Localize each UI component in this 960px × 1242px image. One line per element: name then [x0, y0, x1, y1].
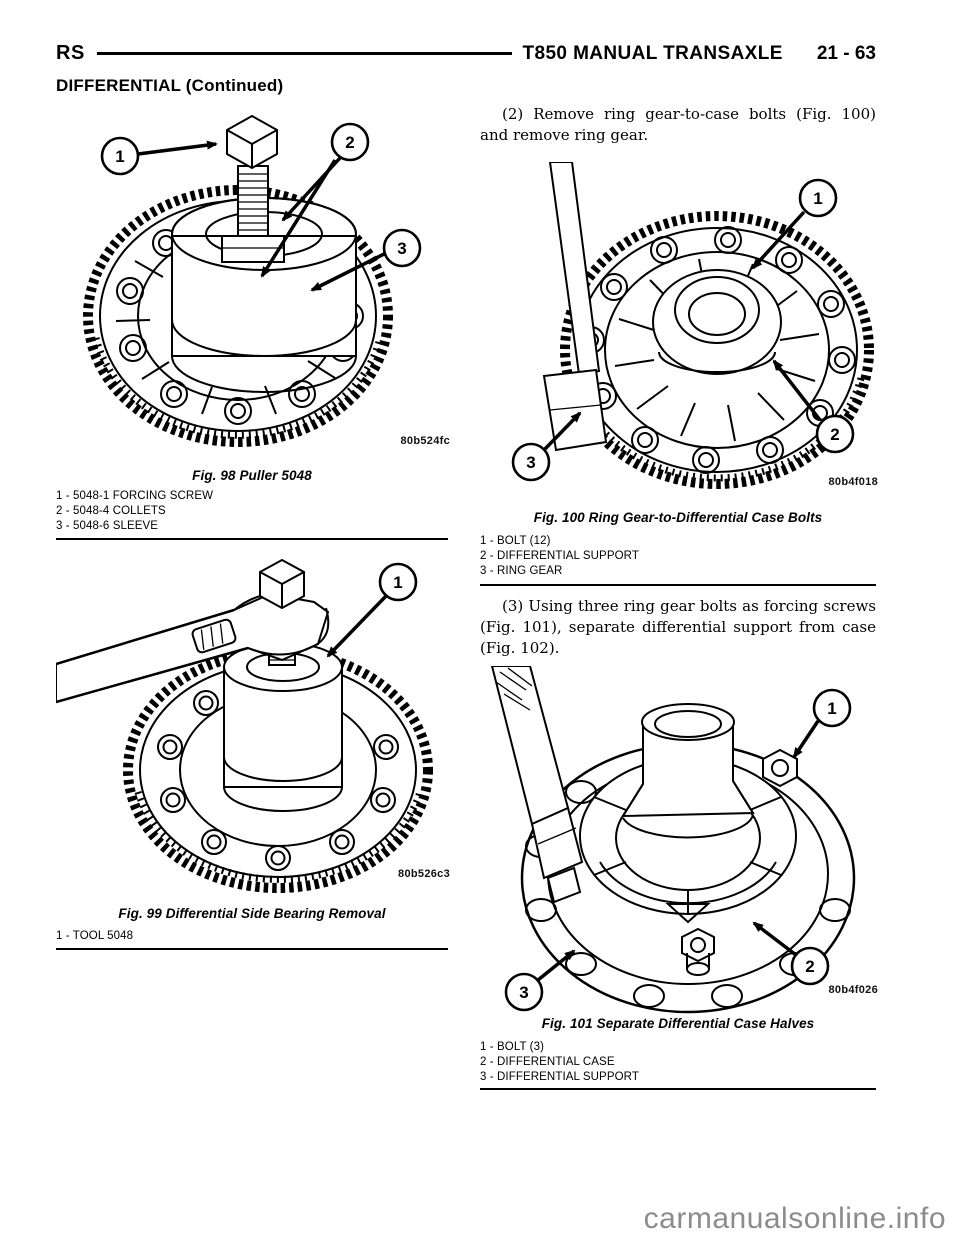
callout-3: 3 — [310, 228, 422, 292]
figure-101: 1 2 3 80b4f026 — [480, 666, 878, 1014]
differential-hub — [652, 269, 782, 375]
svg-text:1: 1 — [115, 147, 124, 166]
figure-98: 1 2 3 80b524fc — [56, 108, 450, 460]
forcing-bolt-top — [762, 748, 798, 788]
callout-1: 1 — [326, 562, 418, 658]
callout-1: 1 — [751, 178, 838, 270]
figure-99-code: 80b526c3 — [398, 868, 450, 880]
legend-item: 2 - DIFFERENTIAL SUPPORT — [480, 550, 639, 562]
figure-98-caption: Fig. 98 Puller 5048 — [192, 468, 312, 483]
figure-99-legend: 1 - TOOL 5048 — [56, 929, 448, 944]
legend-item: 3 - DIFFERENTIAL SUPPORT — [480, 1071, 639, 1083]
forcing-screw — [221, 114, 285, 263]
doc-code: RS — [56, 42, 85, 64]
paragraph-step-3: (3) Using three ring gear bolts as forci… — [480, 597, 876, 657]
figure-99-illustration: 1 — [56, 558, 433, 893]
svg-text:3: 3 — [397, 239, 406, 258]
callout-2: 2 — [260, 122, 370, 278]
figure-98-code: 80b524fc — [400, 435, 450, 447]
legend-item: 3 - RING GEAR — [480, 565, 563, 577]
page-number: 21 - 63 — [816, 42, 876, 64]
callout-2: 2 — [772, 359, 855, 454]
watermark: carmanualsonline.info — [643, 1202, 946, 1235]
section-heading: DIFFERENTIAL (Continued) — [56, 76, 284, 95]
figure-100: 1 2 3 80b4f018 — [480, 162, 878, 504]
figure-101-code: 80b4f026 — [828, 984, 878, 996]
legend-item: 2 - 5048-4 COLLETS — [56, 505, 166, 517]
figure-101-caption: Fig. 101 Separate Differential Case Halv… — [541, 1016, 815, 1031]
figure-100-caption: Fig. 100 Ring Gear-to-Differential Case … — [533, 510, 823, 525]
gear-ribs — [115, 260, 336, 415]
figure-98-legend: 1 - 5048-1 FORCING SCREW 2 - 5048-4 COLL… — [56, 489, 448, 534]
figure-99: 1 80b526c3 — [56, 552, 450, 902]
figure-100-illustration: 1 2 3 — [511, 162, 874, 489]
callout-1: 1 — [792, 688, 852, 759]
callout-3: 3 — [511, 411, 582, 482]
wrench — [56, 558, 330, 704]
socket-tool — [490, 666, 584, 904]
case-hub — [621, 703, 755, 839]
divider-rule — [480, 1088, 876, 1090]
callout-1: 1 — [100, 136, 218, 176]
gear-bolts — [157, 690, 399, 871]
callout-2: 2 — [752, 921, 830, 986]
callout-3: 3 — [504, 949, 576, 1012]
figure-99-caption: Fig. 99 Differential Side Bearing Remova… — [118, 906, 386, 921]
figure-98-illustration: 1 2 3 — [83, 114, 422, 447]
svg-text:2: 2 — [805, 957, 814, 976]
header-rule — [96, 52, 513, 55]
svg-text:3: 3 — [526, 453, 535, 472]
svg-text:1: 1 — [813, 189, 822, 208]
legend-item: 3 - 5048-6 SLEEVE — [56, 520, 159, 532]
figure-101-illustration: 1 2 3 — [490, 666, 856, 1014]
doc-title: T850 MANUAL TRANSAXLE — [522, 42, 783, 64]
divider-rule — [480, 584, 876, 586]
svg-text:2: 2 — [830, 425, 839, 444]
legend-item: 2 - DIFFERENTIAL CASE — [480, 1056, 615, 1068]
paragraph-step-2: (2) Remove ring gear-to-case bolts (Fig.… — [480, 105, 876, 144]
figure-101-legend: 1 - BOLT (3) 2 - DIFFERENTIAL CASE 3 - D… — [480, 1040, 876, 1085]
svg-text:1: 1 — [393, 573, 402, 592]
legend-item: 1 - BOLT (3) — [480, 1041, 545, 1053]
divider-rule — [56, 948, 448, 950]
legend-item: 1 - 5048-1 FORCING SCREW — [56, 490, 214, 502]
figure-100-code: 80b4f018 — [828, 476, 878, 488]
svg-text:3: 3 — [519, 983, 528, 1002]
svg-text:2: 2 — [345, 133, 354, 152]
forcing-bolt-bottom — [681, 927, 715, 976]
figure-100-legend: 1 - BOLT (12) 2 - DIFFERENTIAL SUPPORT 3… — [480, 534, 876, 579]
divider-rule — [56, 538, 448, 540]
socket-extension — [542, 162, 608, 452]
svg-text:1: 1 — [827, 699, 836, 718]
legend-item: 1 - TOOL 5048 — [56, 930, 134, 942]
legend-item: 1 - BOLT (12) — [480, 535, 551, 547]
page-header: RS T850 MANUAL TRANSAXLE 21 - 63 — [56, 42, 876, 65]
